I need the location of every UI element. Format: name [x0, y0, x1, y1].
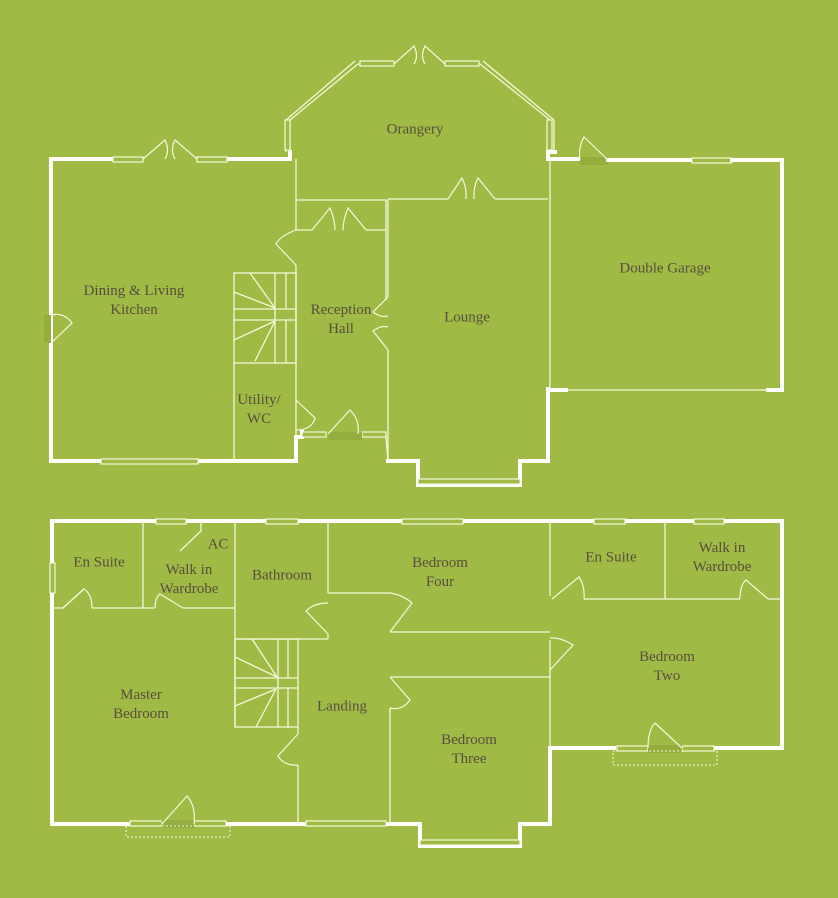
- ground-floor-walls: [44, 45, 784, 487]
- first-floor-walls: [49, 518, 784, 848]
- room-label-dining-living-kitchen: Dining & Living Kitchen: [83, 283, 185, 318]
- first-floor-stairs: [234, 638, 299, 728]
- room-label-en-suite-master: En Suite: [73, 554, 125, 571]
- room-label-orangery: Orangery: [386, 121, 444, 138]
- room-label-walk-in-wardrobe-two: Walk in Wardrobe: [692, 540, 752, 575]
- room-label-master-bedroom: Master Bedroom: [113, 687, 169, 722]
- room-label-bathroom: Bathroom: [252, 567, 312, 584]
- room-label-bedroom-four: Bedroom Four: [412, 555, 468, 590]
- room-label-bedroom-three: Bedroom Three: [441, 732, 497, 767]
- room-label-double-garage: Double Garage: [619, 260, 711, 277]
- room-label-walk-in-wardrobe-master: Walk in Wardrobe: [159, 562, 219, 597]
- room-label-utility-wc: Utility/ WC: [237, 392, 281, 427]
- room-label-ac: AC: [207, 536, 229, 553]
- room-label-bedroom-two: Bedroom Two: [639, 649, 695, 684]
- ground-floor-stairs: [233, 272, 297, 461]
- room-label-en-suite-two: En Suite: [585, 549, 637, 566]
- room-label-lounge: Lounge: [444, 309, 490, 326]
- room-label-reception-hall: Reception Hall: [310, 302, 372, 337]
- room-label-landing: Landing: [317, 698, 367, 715]
